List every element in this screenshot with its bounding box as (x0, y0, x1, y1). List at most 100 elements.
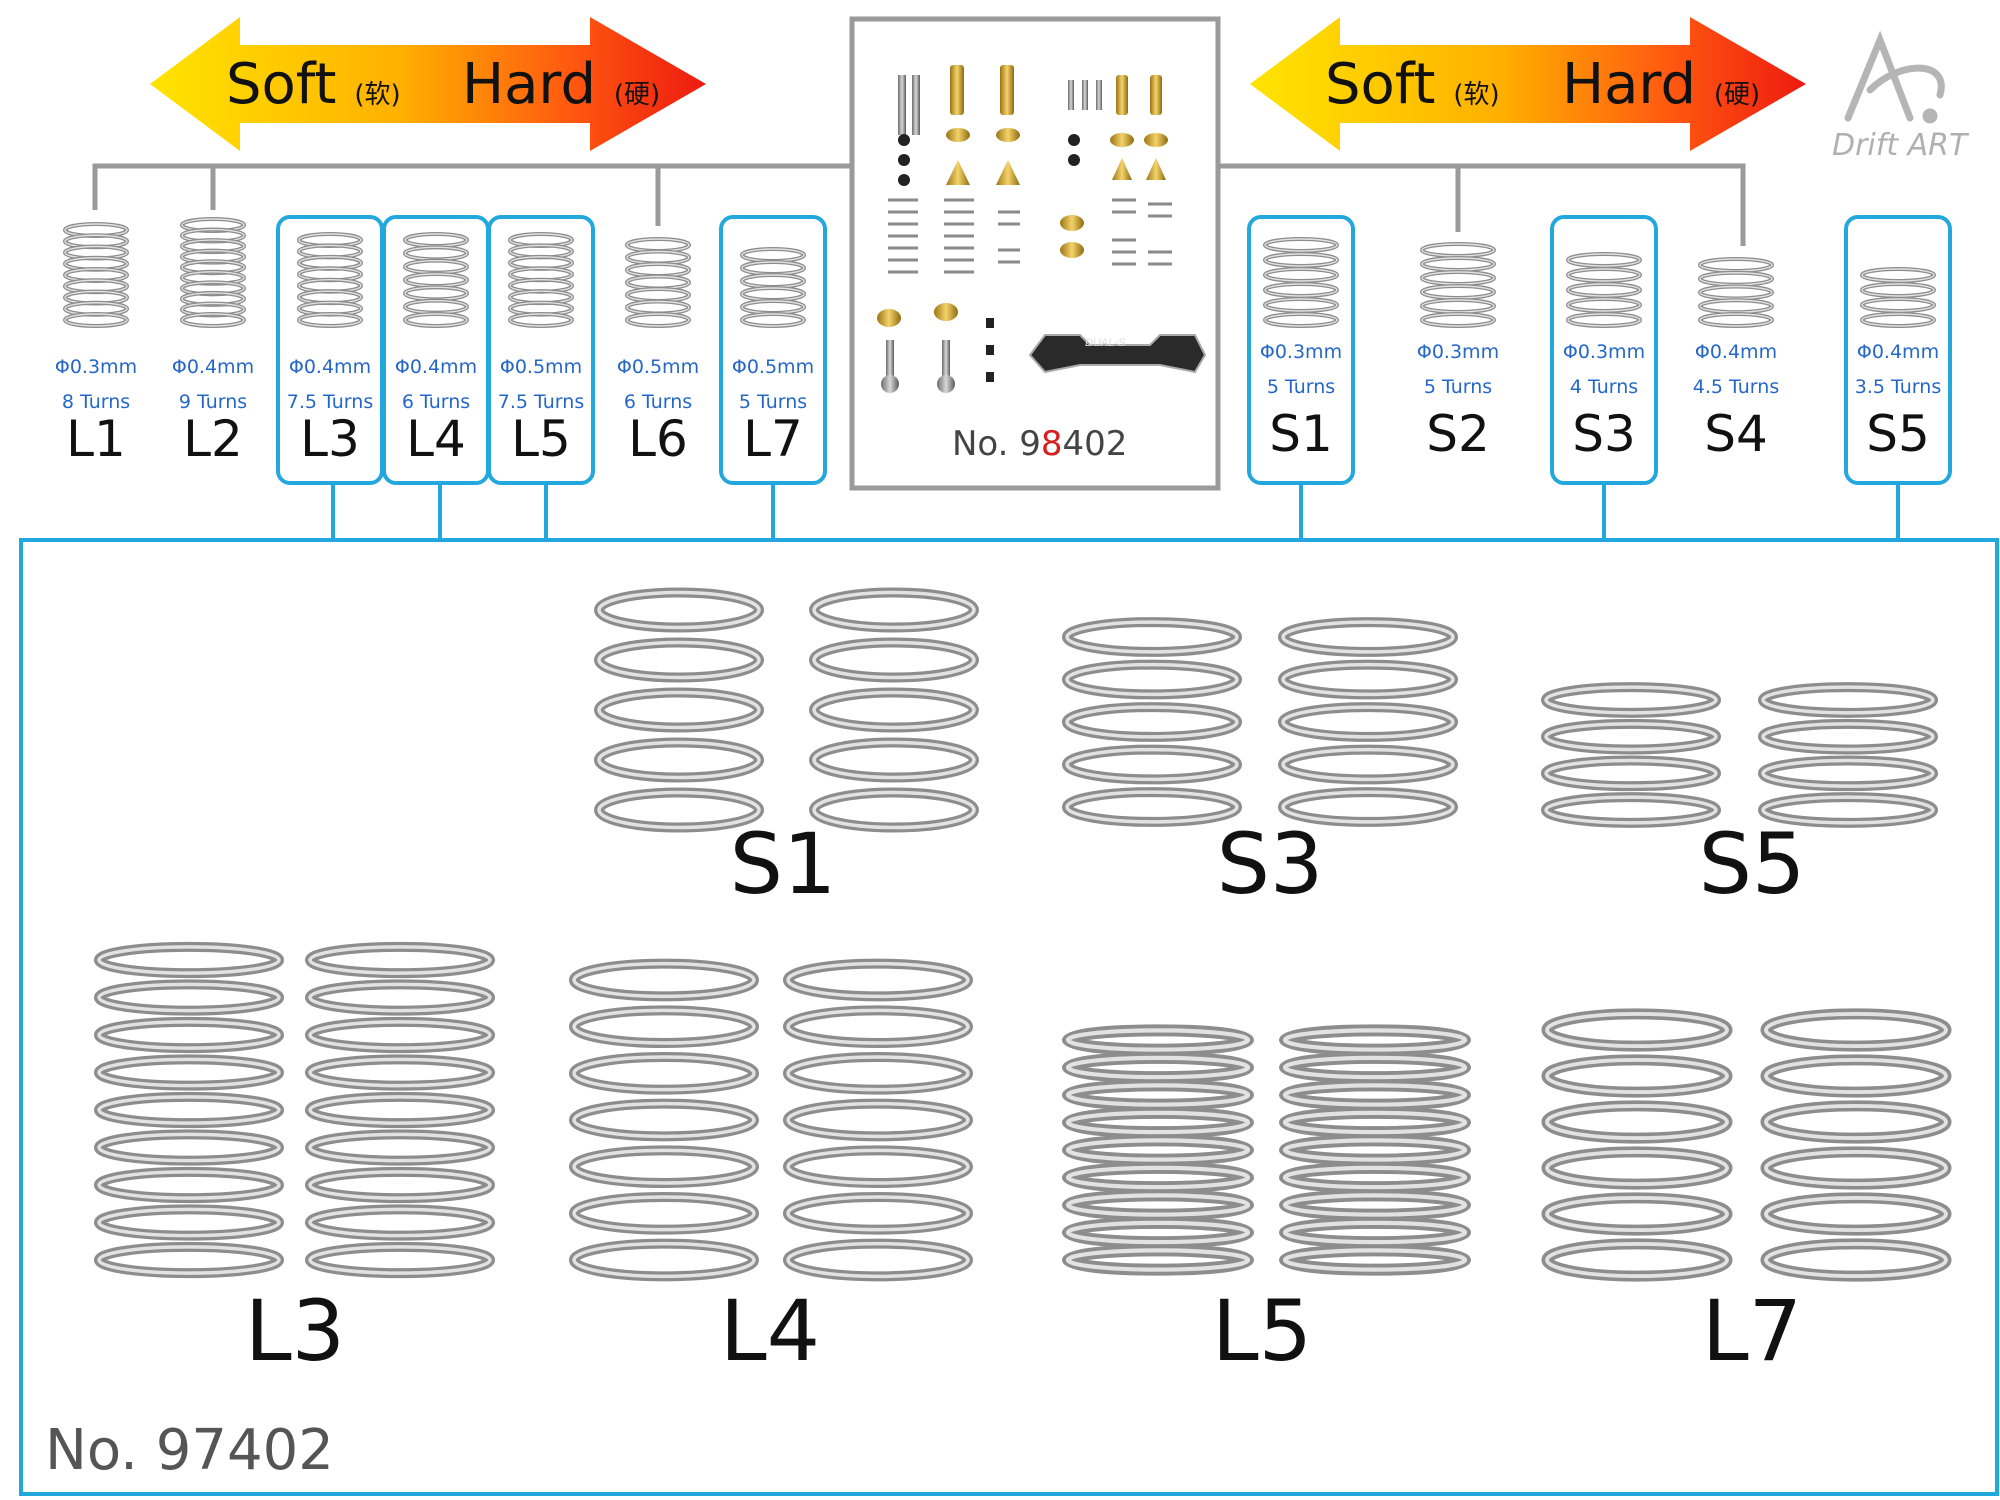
coil-highlight (597, 690, 761, 730)
coil-highlight (1065, 620, 1239, 654)
wire-diameter: Φ0.5mm (731, 356, 815, 378)
detail-part-number: No. 97402 (45, 1418, 334, 1483)
coil-highlight (1544, 758, 1718, 788)
coil-highlight (812, 590, 976, 630)
spring-l7-1 (1541, 1008, 1733, 1282)
coil-highlight (597, 790, 761, 830)
thumb-s3 (1566, 252, 1642, 328)
coil-highlight (1264, 268, 1338, 282)
wire-diameter: Φ0.4mm (1856, 341, 1940, 363)
coil-highlight (1761, 685, 1935, 715)
coil-highlight (308, 945, 492, 975)
coil-highlight (741, 313, 805, 327)
coil-highlight (1544, 722, 1718, 752)
coil-highlight (1065, 1055, 1251, 1080)
coil-highlight (812, 690, 976, 730)
coil-highlight (97, 982, 281, 1013)
thumb-s1 (1263, 237, 1339, 328)
thumb-l1 (63, 222, 129, 328)
coil-highlight (1545, 1149, 1729, 1187)
coil-highlight (308, 982, 492, 1013)
spring-code-s4: S4 (1704, 405, 1768, 463)
coil-highlight (572, 1101, 756, 1139)
coil-highlight (181, 313, 245, 327)
coil-highlight (626, 313, 690, 327)
detail-label-l5: L5 (1211, 1282, 1313, 1380)
coil-highlight (1264, 283, 1338, 297)
detail-label-l4: L4 (719, 1282, 821, 1380)
spring-s3-2 (1278, 617, 1458, 827)
coil-highlight (1764, 1011, 1948, 1049)
spring-code-l2: L2 (183, 410, 243, 468)
coil-highlight (1761, 722, 1935, 752)
coil-highlight (1065, 1083, 1251, 1107)
spring-s3-1 (1062, 617, 1242, 827)
highlight-box-s5 (1844, 215, 1952, 485)
soft-hard-arrow-right (1250, 17, 1806, 151)
coil-highlight (1264, 238, 1338, 252)
coil-highlight (404, 313, 468, 327)
coil-highlight (1764, 1103, 1948, 1141)
wire-diameter: Φ0.4mm (288, 356, 372, 378)
brand-logo (1844, 30, 1945, 124)
coil-highlight (1545, 1195, 1729, 1233)
coil-highlight (1264, 253, 1338, 267)
thumb-l2 (180, 217, 246, 328)
spring-code-l7: L7 (743, 410, 803, 468)
highlight-box-s3 (1550, 215, 1658, 485)
coil-highlight (1281, 747, 1455, 782)
detail-label-l7: L7 (1701, 1282, 1803, 1380)
coil-highlight (97, 1207, 281, 1238)
wire-diameter: Φ0.3mm (1416, 341, 1500, 363)
turns-count: 8 Turns (61, 391, 131, 413)
turns-count: 7.5 Turns (497, 391, 585, 413)
spring-code-s2: S2 (1426, 405, 1490, 463)
spring-l3-2 (305, 941, 495, 1279)
coil-highlight (786, 1241, 970, 1279)
spring-code-l1: L1 (66, 410, 126, 468)
coil-highlight (308, 1245, 492, 1275)
connector-lines (92, 163, 1746, 246)
spring-code-l6: L6 (628, 410, 688, 468)
coil-highlight (1421, 313, 1495, 327)
blue-connector-lines (331, 485, 1900, 540)
wire-diameter: Φ0.4mm (394, 356, 478, 378)
coil-highlight (1065, 790, 1239, 824)
coil-highlight (812, 640, 976, 680)
detail-panel (19, 538, 1999, 1496)
spring-l7-2 (1760, 1008, 1952, 1282)
turns-count: 4 Turns (1569, 376, 1639, 398)
spring-code-s3: S3 (1572, 405, 1636, 463)
wire-diameter: Φ0.4mm (171, 356, 255, 378)
coil-highlight (308, 1132, 492, 1163)
coil-highlight (1065, 1248, 1251, 1272)
highlight-box-s1 (1247, 215, 1355, 485)
coil-highlight (1761, 758, 1935, 788)
coil-highlight (786, 1101, 970, 1139)
turns-count: 3.5 Turns (1854, 376, 1942, 398)
coil-highlight (97, 1057, 281, 1088)
coil-highlight (1544, 795, 1718, 825)
spring-l5-1 (1062, 1024, 1254, 1276)
coil-highlight (1065, 1138, 1251, 1162)
coil-highlight (97, 945, 281, 975)
thumb-l4 (403, 232, 469, 328)
coil-highlight (1545, 1241, 1729, 1279)
coil-highlight (1567, 283, 1641, 297)
coil-highlight (1065, 705, 1239, 739)
coil-highlight (572, 1195, 756, 1232)
thumb-l7 (740, 247, 806, 328)
coil-highlight (1861, 313, 1935, 327)
arrow-right-soft: Soft (软) (1325, 52, 1500, 117)
soft-hard-arrow-left (150, 17, 706, 151)
coil-highlight (97, 1095, 281, 1125)
coil-highlight (1567, 268, 1641, 282)
coil-highlight (786, 961, 970, 999)
detail-label-s5: S5 (1698, 815, 1806, 913)
spring-s5-2 (1758, 682, 1938, 828)
coil-highlight (1065, 1028, 1251, 1052)
